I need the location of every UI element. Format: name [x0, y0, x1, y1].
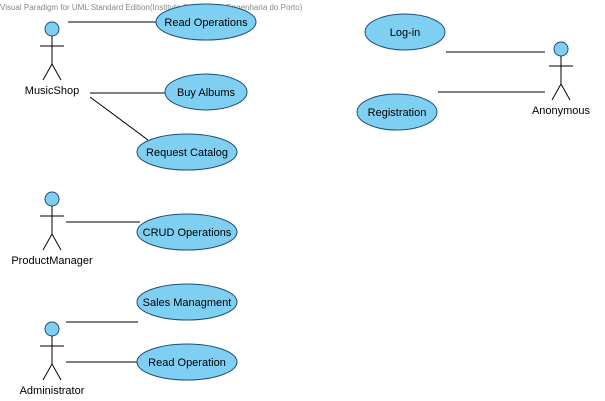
use-case-ellipse	[136, 133, 238, 171]
use-case-ellipse	[155, 3, 257, 41]
assoc-musicshop-request-catalog	[89, 96, 149, 141]
actor-label-musicshop: MusicShop	[25, 85, 79, 97]
use-case-log-in[interactable]: Log-in	[364, 13, 446, 51]
use-case-label: Registration	[368, 107, 427, 119]
actor-label-productmanager: ProductManager	[11, 255, 93, 267]
use-case-crud-operations[interactable]: CRUD Operations	[136, 213, 238, 251]
use-case-sales-managment[interactable]: Sales Managment	[136, 283, 238, 321]
use-case-registration[interactable]: Registration	[356, 93, 438, 131]
actor-right-leg	[560, 83, 571, 101]
use-case-buy-albums[interactable]: Buy Albums	[164, 73, 248, 111]
actor-head	[44, 21, 60, 37]
actor-left-leg	[42, 63, 53, 81]
actor-anonymous[interactable]: Anonymous	[532, 41, 591, 117]
use-case-ellipse	[356, 93, 438, 131]
use-case-ellipse	[136, 213, 238, 251]
use-case-request-catalog[interactable]: Request Catalog	[136, 133, 238, 171]
actor-head	[44, 321, 60, 337]
actor-label-administrator: Administrator	[20, 385, 85, 397]
actor-left-leg	[42, 363, 53, 381]
use-case-read-operations[interactable]: Read Operations	[155, 3, 257, 41]
actor-head	[553, 41, 569, 57]
use-case-read-operation[interactable]: Read Operation	[136, 343, 238, 381]
use-case-label: Read Operation	[148, 357, 226, 369]
use-case-ellipse	[136, 343, 238, 381]
use-case-label: Buy Albums	[177, 87, 236, 99]
actor-head	[44, 191, 60, 207]
associations	[66, 21, 545, 363]
actor-right-leg	[51, 233, 62, 251]
actor-left-leg	[551, 83, 562, 101]
use-case-ellipse	[364, 13, 446, 51]
actor-musicshop[interactable]: MusicShop	[25, 21, 79, 97]
use-case-ellipse	[164, 73, 248, 111]
watermark: Visual Paradigm for UML Standard Edition…	[0, 3, 303, 12]
use-case-label: Read Operations	[164, 17, 248, 29]
actor-administrator[interactable]: Administrator	[20, 321, 85, 397]
use-case-label: Sales Managment	[143, 297, 232, 309]
actor-right-leg	[51, 63, 62, 81]
use-case-label: Log-in	[390, 27, 421, 39]
use-case-label: CRUD Operations	[143, 227, 232, 239]
actor-left-leg	[42, 233, 53, 251]
actor-label-anonymous: Anonymous	[532, 105, 591, 117]
actor-productmanager[interactable]: ProductManager	[11, 191, 93, 267]
use-case-label: Request Catalog	[146, 147, 228, 159]
use-case-ellipse	[136, 283, 238, 321]
actor-right-leg	[51, 363, 62, 381]
